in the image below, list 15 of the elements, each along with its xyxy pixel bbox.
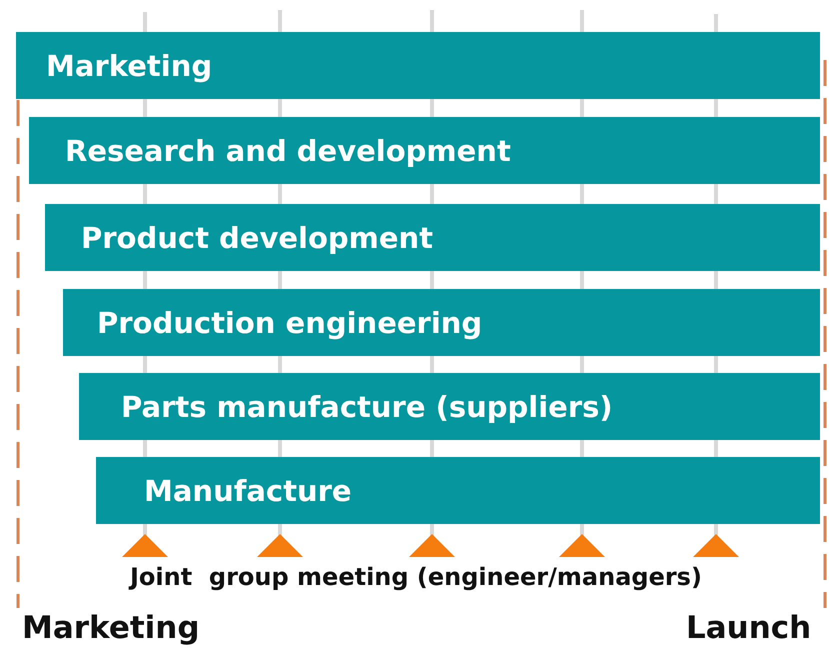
phase-bar	[96, 457, 820, 524]
phase-bar	[16, 32, 820, 99]
phase-label: Parts manufacture (suppliers)	[121, 390, 613, 424]
meeting-caption: Joint group meeting (engineer/managers)	[130, 563, 702, 591]
phase-label: Product development	[81, 220, 434, 254]
phase-label: Production engineering	[97, 306, 482, 340]
end-label: Launch	[686, 610, 812, 646]
phase-label: Manufacture	[144, 474, 352, 508]
start-label: Marketing	[22, 610, 200, 646]
phase-bar	[29, 117, 820, 184]
phase-bar	[45, 204, 820, 271]
phase-bar	[79, 373, 820, 440]
phase-label: Research and development	[65, 134, 511, 168]
phase-bar	[63, 289, 820, 356]
phase-label: Marketing	[46, 48, 212, 82]
